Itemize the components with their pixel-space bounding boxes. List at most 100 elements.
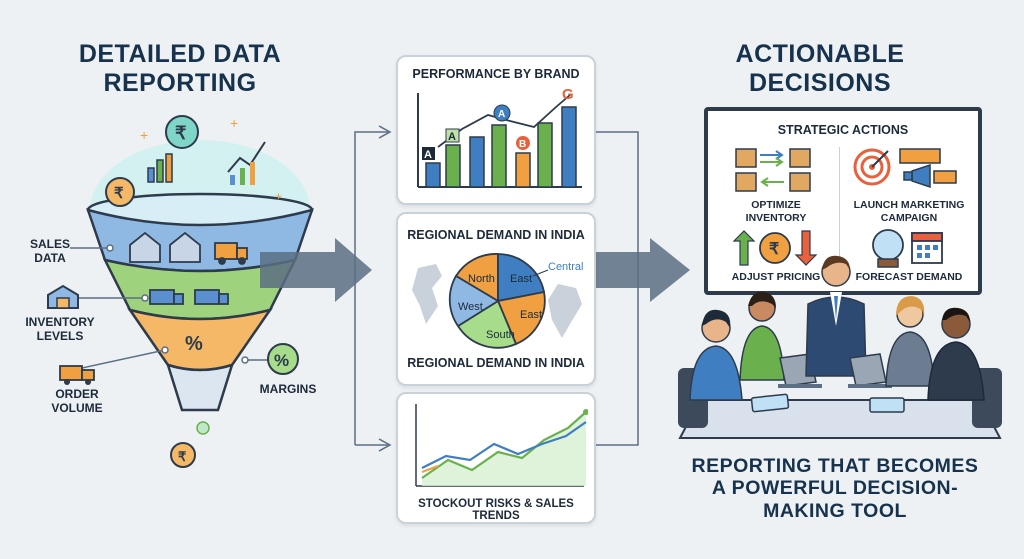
mini-line-chart-icon xyxy=(227,141,266,185)
brand-performance-card: PERFORMANCE BY BRAND A A A B G xyxy=(396,55,596,205)
launch-campaign-line2: CAMPAIGN xyxy=(880,211,938,224)
sparkle-icons: + + + xyxy=(140,115,282,203)
brand-bar-5 xyxy=(515,152,531,188)
brand-badge-g: G xyxy=(562,86,574,103)
rupee-coin-symbol: ₹ xyxy=(175,123,187,143)
svg-text:+: + xyxy=(230,115,238,131)
margins-percent-icon: % xyxy=(267,343,299,375)
regional-demand-title: REGIONAL DEMAND IN INDIA xyxy=(407,228,585,242)
sales-data-line1: SALES xyxy=(29,237,70,251)
order-volume-label: ORDER VOLUME xyxy=(42,387,112,416)
brand-badge-b: B xyxy=(516,136,530,150)
tagline-line1: REPORTING THAT BECOMES xyxy=(691,455,979,477)
trend-line-green xyxy=(421,411,587,479)
regional-demand-caption: REGIONAL DEMAND IN INDIA xyxy=(407,356,585,370)
margins-label: MARGINS xyxy=(259,382,317,396)
sales-data-line2: DATA xyxy=(34,250,66,265)
funnel-label-connectors xyxy=(70,244,270,372)
stockout-trends-card: STOCKOUT RISKS & SALES TRENDS xyxy=(396,392,596,524)
regional-pie-chart: North East West East South Central xyxy=(412,253,583,349)
branch-connectors xyxy=(354,125,639,452)
tagline-line2: A POWERFUL DECISION- xyxy=(711,477,959,500)
warehouse-icon xyxy=(129,231,201,263)
falling-rupee-coin-icon xyxy=(170,442,196,468)
tablet-left-icon xyxy=(750,393,790,413)
regional-demand-card: REGIONAL DEMAND IN INDIA North East West… xyxy=(396,212,596,386)
brand-badge-g-text: G xyxy=(562,86,574,103)
forecast-demand-label: FORECAST DEMAND xyxy=(855,271,963,283)
central-callout-line xyxy=(532,269,549,277)
inventory-levels-label: INVENTORY LEVELS xyxy=(20,315,100,344)
adjust-pricing-icon: ₹ xyxy=(732,230,818,266)
left-title-line2: REPORTING xyxy=(103,68,257,97)
right-title-line2: DECISIONS xyxy=(748,68,892,97)
tablet-right-icon xyxy=(869,397,905,413)
pie-slice-west xyxy=(448,274,500,328)
data-funnel-illustration: % ₹ ₹ + + + ₹ xyxy=(70,115,314,468)
inventory-levels-line1: INVENTORY xyxy=(25,315,95,329)
pie-slice-east-2 xyxy=(496,290,546,346)
brand-badge-a-green: A xyxy=(445,128,460,143)
middle-to-right-arrow xyxy=(590,238,690,302)
pie-label-south: South xyxy=(486,329,515,341)
brand-badge-a-blue: A xyxy=(493,104,511,122)
inventory-boxes-icon xyxy=(735,148,811,192)
trend-area-fill xyxy=(422,412,586,486)
person-woman-left xyxy=(689,309,743,401)
pie-label-east: East xyxy=(510,273,532,285)
brand-badge-b-text: B xyxy=(519,139,526,150)
stockout-trends-title: STOCKOUT RISKS & SALES TRENDS xyxy=(418,498,574,522)
right-title: ACTIONABLE DECISIONS xyxy=(690,40,950,98)
central-callout-label: Central xyxy=(548,261,583,273)
adjust-pricing-label: ADJUST PRICING xyxy=(731,271,821,283)
left-to-middle-arrow xyxy=(260,238,372,302)
meeting-table xyxy=(678,399,1002,439)
brand-bar-chart: A A A B G xyxy=(417,86,582,188)
inventory-levels-line2: LEVELS xyxy=(36,328,84,343)
campaign-target-icon xyxy=(853,148,957,189)
india-map-silhouette-right xyxy=(548,284,582,338)
falling-rupee-symbol: ₹ xyxy=(178,449,187,464)
falling-coin-small-icon xyxy=(196,421,210,435)
launch-campaign-line1: LAUNCH MARKETING xyxy=(853,199,965,211)
margins-percent-symbol: % xyxy=(274,351,289,370)
pie-slice-south xyxy=(456,299,518,349)
right-title-line1: ACTIONABLE xyxy=(735,40,905,68)
brand-badge-a-green-text: A xyxy=(448,131,456,143)
tagline: REPORTING THAT BECOMES A POWERFUL DECISI… xyxy=(660,455,1010,522)
brand-performance-title: PERFORMANCE BY BRAND xyxy=(412,67,580,81)
rupee-coin-small-icon xyxy=(105,177,135,207)
trend-end-point xyxy=(583,409,588,415)
person-woman-green xyxy=(739,291,785,381)
board-divider xyxy=(839,147,840,279)
svg-text:+: + xyxy=(275,189,282,203)
pie-slice-north xyxy=(454,253,499,303)
rupee-coin-small-symbol: ₹ xyxy=(114,185,124,202)
pie-slice-east xyxy=(497,253,546,303)
rupee-coin-icon xyxy=(165,115,199,149)
board-title: STRATEGIC ACTIONS xyxy=(777,123,909,137)
sales-trend-chart xyxy=(415,404,588,487)
svg-text:+: + xyxy=(140,127,148,143)
trend-line-blue xyxy=(421,421,587,469)
order-truck-icon xyxy=(59,365,95,385)
order-volume-line2: VOLUME xyxy=(51,400,103,415)
truck-fleet-icon xyxy=(149,289,229,305)
india-map-silhouette-left xyxy=(412,264,442,324)
inventory-warehouse-icon xyxy=(47,284,79,309)
person-woman-right xyxy=(885,296,935,387)
brand-badge-a-blue-text: A xyxy=(498,109,505,120)
person-presenter-man xyxy=(805,255,867,377)
mini-bar-chart-icon xyxy=(147,153,173,183)
optimize-inventory-line1: OPTIMIZE xyxy=(751,199,801,211)
funnel-spout xyxy=(166,363,234,412)
optimize-inventory-line2: INVENTORY xyxy=(745,211,807,224)
percent-symbol: % xyxy=(185,333,203,355)
brand-bar-4 xyxy=(491,124,507,188)
brand-bar-6 xyxy=(537,122,553,188)
order-volume-line1: ORDER xyxy=(55,387,99,401)
person-man-right xyxy=(927,307,985,401)
brand-bar-3 xyxy=(469,136,485,188)
brand-badge-a-dark: A xyxy=(422,147,435,161)
